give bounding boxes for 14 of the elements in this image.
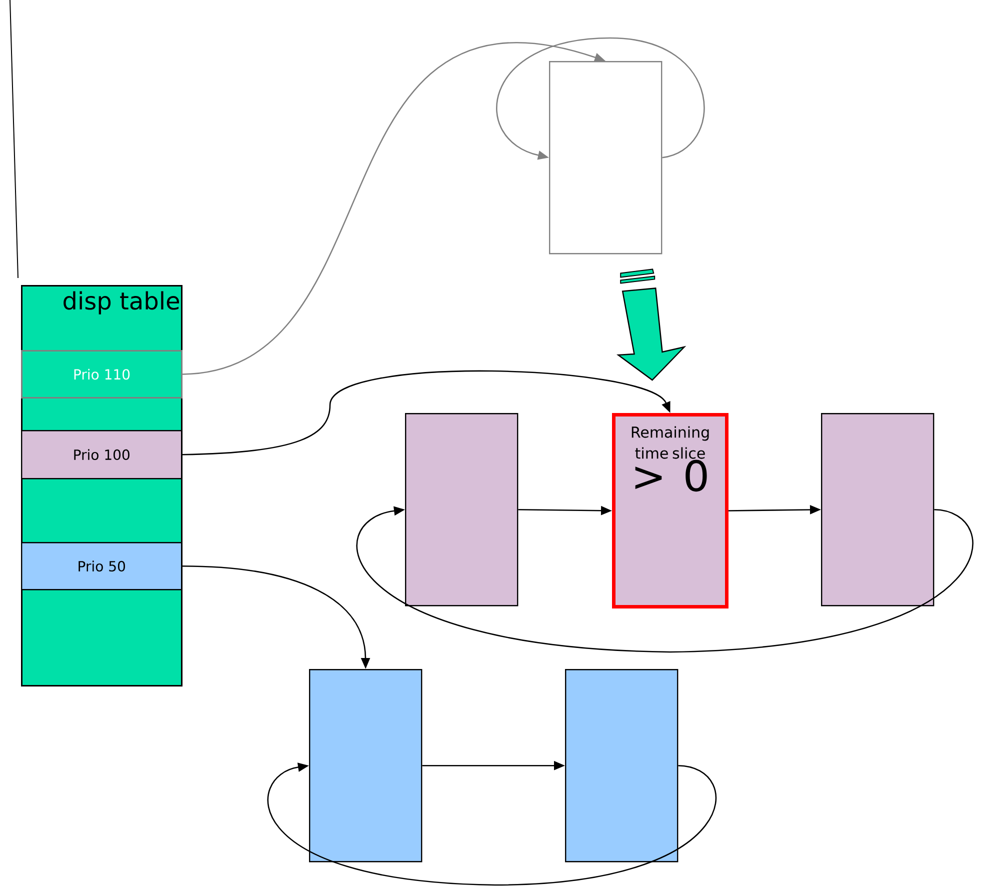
table-row: Prio 50 — [21, 542, 182, 590]
process-box — [565, 669, 678, 862]
process-box — [821, 413, 934, 606]
table-row: Prio 100 — [21, 430, 182, 480]
process-box: Remaining time slice > 0 — [612, 413, 728, 608]
arrow — [268, 762, 716, 886]
block-arrow — [616, 268, 686, 381]
table-row: Prio 110 — [21, 350, 182, 398]
process-box — [309, 669, 422, 862]
process-box — [405, 413, 518, 606]
arrow — [496, 37, 705, 160]
arrow — [182, 370, 670, 456]
arrow — [356, 506, 974, 653]
process-box — [549, 61, 662, 254]
